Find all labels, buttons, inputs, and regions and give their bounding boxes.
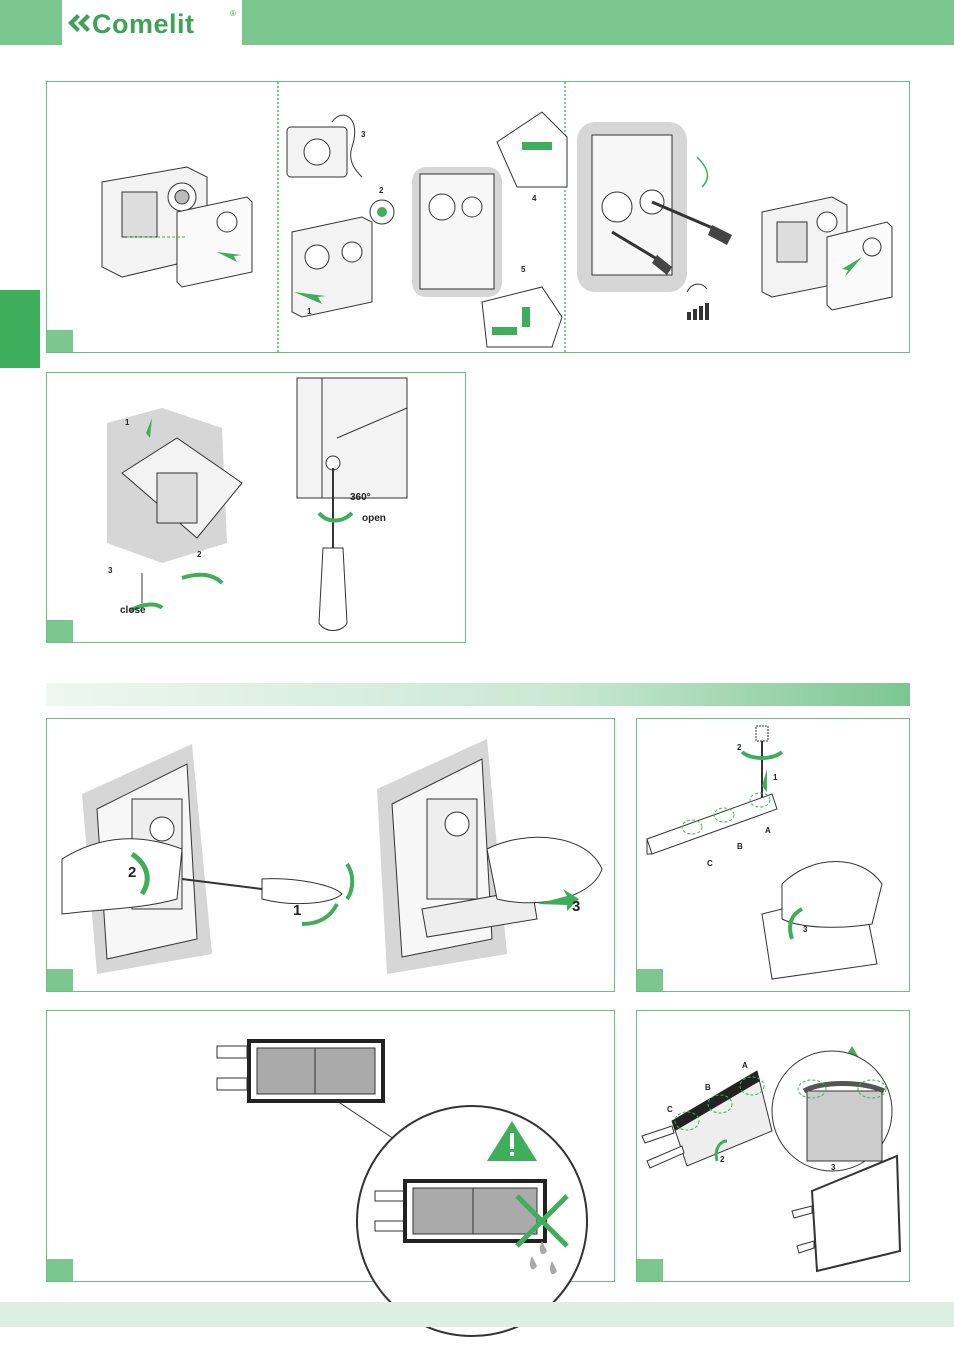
panel-d: 2 1 A B C 3 [636, 718, 910, 992]
panel-c: 2 1 3 [46, 718, 615, 992]
trademark-mark: ® [230, 9, 236, 18]
panel-a: 3 2 1 4 5 [46, 81, 910, 353]
step-label: 2 [197, 550, 201, 559]
module-screw-illustration [642, 724, 907, 989]
step-label: 2 [379, 186, 383, 195]
step-label: 2 [737, 743, 741, 752]
unit-with-detail-callouts-illustration [402, 112, 572, 347]
screw-open-illustration [297, 378, 412, 638]
wiring-connection-illustration [282, 107, 412, 322]
open-label: open [362, 513, 386, 524]
frame-mounting-illustration [102, 403, 252, 603]
brand-logo: Comelit ® [62, 0, 242, 45]
seal-detail-warning-illustration [792, 1041, 907, 1276]
side-tab [0, 290, 40, 368]
step-label: 1 [125, 418, 129, 427]
point-label: C [707, 859, 713, 868]
plate-lever-removal-illustration [62, 739, 362, 979]
angle-label: 360° [350, 492, 371, 503]
point-label: A [765, 826, 771, 835]
step-label: 1 [293, 902, 301, 919]
step-label: 3 [361, 130, 365, 139]
section-bar [46, 683, 910, 706]
plate-slide-out-illustration [367, 739, 607, 979]
point-label: C [667, 1105, 673, 1114]
panel-b: 1 2 3 close 360° open [46, 372, 466, 643]
front-plate-refit-illustration [757, 197, 902, 312]
footer-bar [0, 1302, 954, 1327]
step-label: 3 [803, 925, 807, 934]
logo-mark-icon [68, 14, 92, 32]
no-water-warning-illustration [337, 1101, 607, 1281]
step-label: 3 [572, 898, 580, 915]
panel-e [46, 1010, 615, 1282]
label-holder-insert-illustration [642, 1041, 777, 1171]
point-label: B [737, 842, 743, 851]
close-label: close [120, 605, 146, 616]
label-holder-illustration [217, 1036, 387, 1106]
volume-adjustment-illustration [572, 117, 737, 327]
panel-divider [277, 82, 279, 352]
panel-number-tab [47, 1259, 73, 1281]
point-label: A [742, 1061, 748, 1070]
step-label: 5 [521, 265, 525, 274]
step-label: 4 [532, 194, 536, 203]
step-label: 1 [773, 773, 777, 782]
panel-number-tab [47, 620, 73, 642]
brand-name: Comelit [92, 9, 195, 40]
panel-number-tab [637, 1259, 663, 1281]
step-label: 3 [108, 566, 112, 575]
panel-number-tab [47, 330, 73, 352]
step-label: 3 [831, 1163, 835, 1172]
point-label: B [705, 1083, 711, 1092]
step-label: 2 [720, 1155, 724, 1164]
step-label: 1 [307, 307, 311, 316]
step-label: 2 [128, 864, 136, 881]
entrance-unit-removal-illustration [97, 162, 267, 287]
panel-f: A B C 2 3 [636, 1010, 910, 1282]
